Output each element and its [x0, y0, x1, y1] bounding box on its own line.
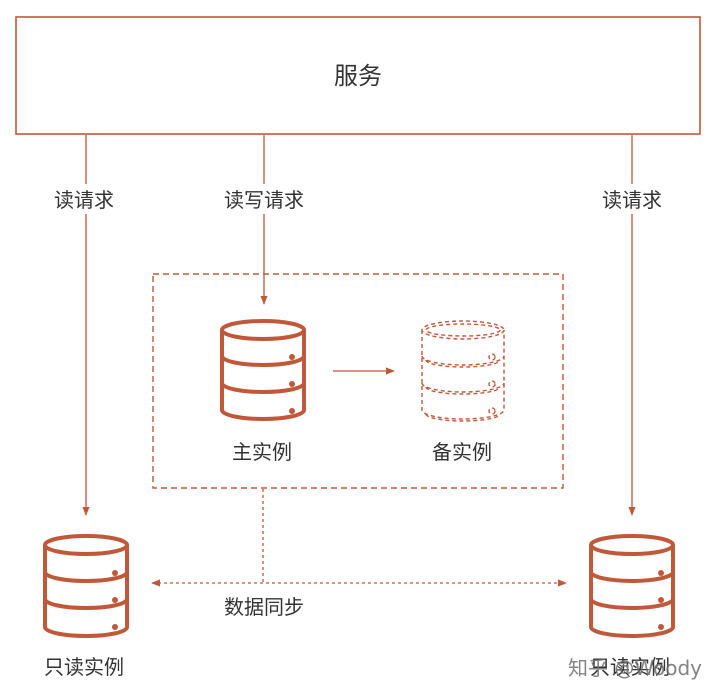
standby-db-icon — [421, 320, 505, 422]
read-request-label-right: 读请求 — [602, 188, 662, 212]
readonly-db-icon-right — [589, 534, 675, 638]
data-sync-label: 数据同步 — [224, 595, 304, 619]
primary-instance-label: 主实例 — [232, 440, 292, 464]
ha-group-box — [152, 273, 564, 489]
primary-db-icon — [220, 319, 306, 421]
readonly-db-icon-left — [43, 534, 129, 638]
read-write-request-label: 读写请求 — [224, 188, 304, 212]
watermark: 知乎 @Woody — [568, 656, 702, 680]
read-request-label-left: 读请求 — [54, 188, 114, 212]
readonly-instance-label-right: 只读实例 — [590, 655, 670, 679]
standby-instance-label: 备实例 — [432, 440, 492, 464]
service-label: 服务 — [334, 62, 382, 90]
service-box — [15, 16, 701, 135]
readonly-instance-label-left: 只读实例 — [44, 655, 124, 679]
